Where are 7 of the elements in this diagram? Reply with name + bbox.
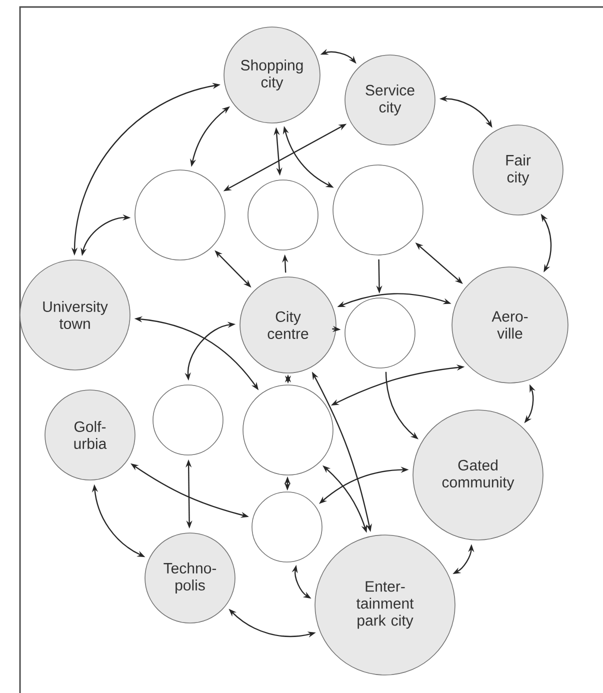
empty-circle bbox=[332, 164, 424, 256]
empty-circle bbox=[134, 170, 226, 260]
empty-circle bbox=[242, 384, 334, 476]
empty-circle bbox=[344, 298, 416, 368]
empty-circle bbox=[248, 180, 318, 250]
empty-circle bbox=[152, 384, 224, 456]
empty-circle bbox=[252, 492, 322, 562]
